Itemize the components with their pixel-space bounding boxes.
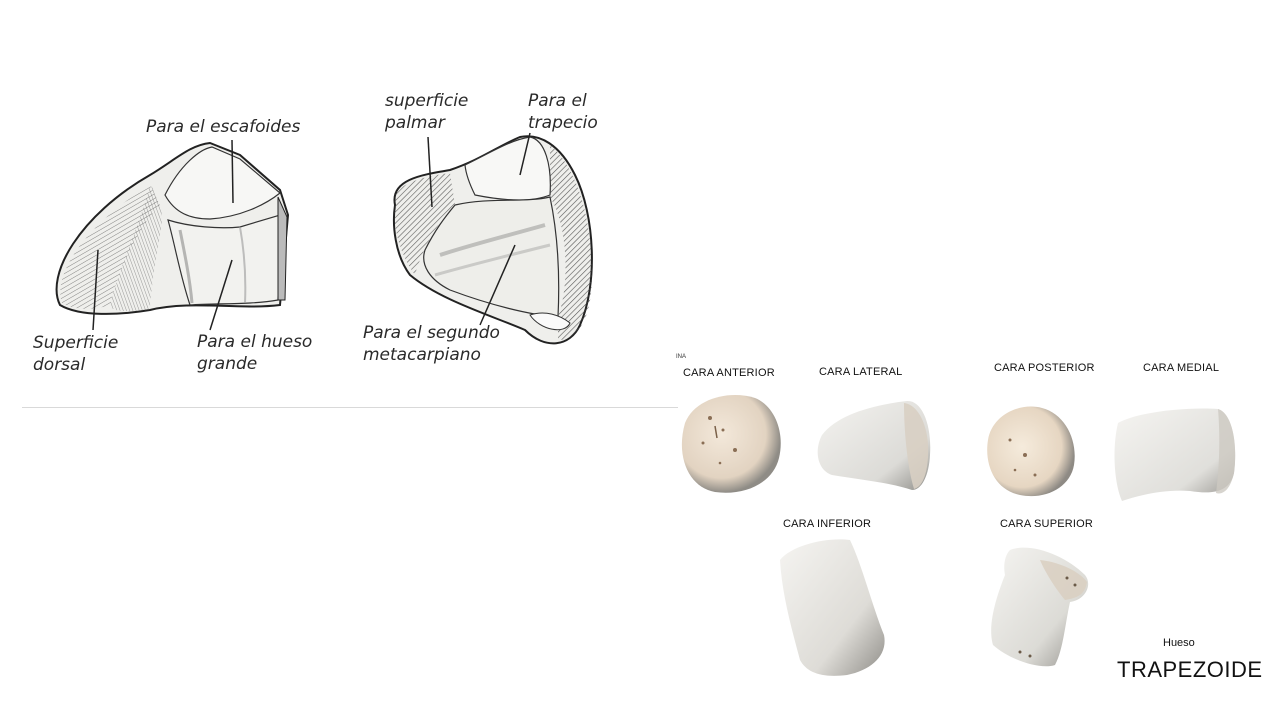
caption-bone: Hueso — [1163, 637, 1195, 649]
trapezoid-sketch-dorsal — [55, 139, 290, 331]
label-lateral-view: CARA LATERAL — [819, 366, 903, 378]
label-trapezium-facet: Para el trapecio — [528, 91, 598, 133]
label-medial-view: CARA MEDIAL — [1143, 362, 1220, 374]
bone-photo-posterior — [987, 406, 1075, 497]
label-capitate-facet: Para el hueso grande — [197, 332, 313, 374]
label-scaphoid-facet: Para el escafoides — [146, 117, 301, 137]
label-palmar-surface: superficie palmar — [385, 91, 469, 133]
label-anterior-view: CARA ANTERIOR — [683, 367, 775, 379]
label-superior-view: CARA SUPERIOR — [1000, 518, 1094, 530]
label-dorsal-surface: Superficie dorsal — [33, 333, 119, 375]
caption-trapezoid: TRAPEZOIDE — [1117, 657, 1263, 682]
label-metacarpal-facet: Para el segundo metacarpiano — [363, 323, 500, 365]
cropped-text: INA — [676, 354, 687, 360]
bone-photo-inferior — [780, 539, 885, 676]
bone-photo-anterior — [681, 395, 781, 493]
bone-photo-lateral — [817, 400, 931, 490]
label-posterior-view: CARA POSTERIOR — [994, 362, 1095, 374]
bone-photo-superior — [991, 547, 1089, 667]
section-divider — [22, 407, 678, 408]
trapezoid-sketch-palmar — [392, 132, 593, 345]
label-inferior-view: CARA INFERIOR — [783, 518, 872, 530]
bone-photo-medial — [1114, 408, 1236, 501]
